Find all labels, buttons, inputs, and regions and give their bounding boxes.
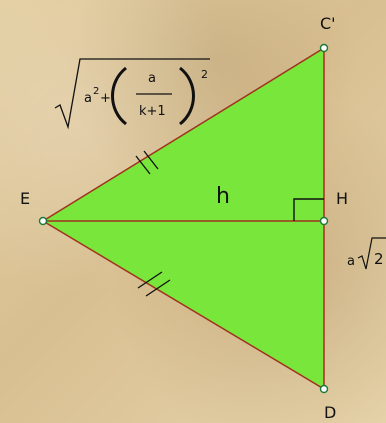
formula-outer-exp: 2 xyxy=(201,68,208,81)
right-angle-marker xyxy=(293,198,324,221)
formula-denominator: k+1 xyxy=(139,104,166,119)
formula-a: a xyxy=(84,91,92,106)
formula-right-paren xyxy=(179,66,195,126)
radical-sign-formula xyxy=(54,58,210,130)
point-d xyxy=(319,384,329,394)
tick-mark-ed-2 xyxy=(145,279,171,297)
formula-a-exp: 2 xyxy=(93,86,99,97)
label-c: C' xyxy=(320,14,336,33)
label-h-altitude: h xyxy=(216,184,230,209)
label-side-radicand: 2 xyxy=(374,250,384,268)
formula-numerator: a xyxy=(148,71,156,86)
label-side-a: a xyxy=(347,254,355,269)
point-h xyxy=(319,216,329,226)
point-c xyxy=(319,43,329,53)
label-e: E xyxy=(20,189,30,208)
tick-mark-ec-1 xyxy=(135,155,151,175)
label-d: D xyxy=(324,403,336,422)
label-h: H xyxy=(336,189,348,208)
hypotenuse-formula: a 2 + a k+1 2 xyxy=(54,58,210,130)
point-e xyxy=(38,216,48,226)
tick-mark-ec-2 xyxy=(143,150,159,170)
tick-mark-ed-1 xyxy=(137,271,163,289)
formula-plus: + xyxy=(100,91,111,106)
radical-sign-side xyxy=(357,237,386,270)
formula-left-paren xyxy=(111,66,127,126)
